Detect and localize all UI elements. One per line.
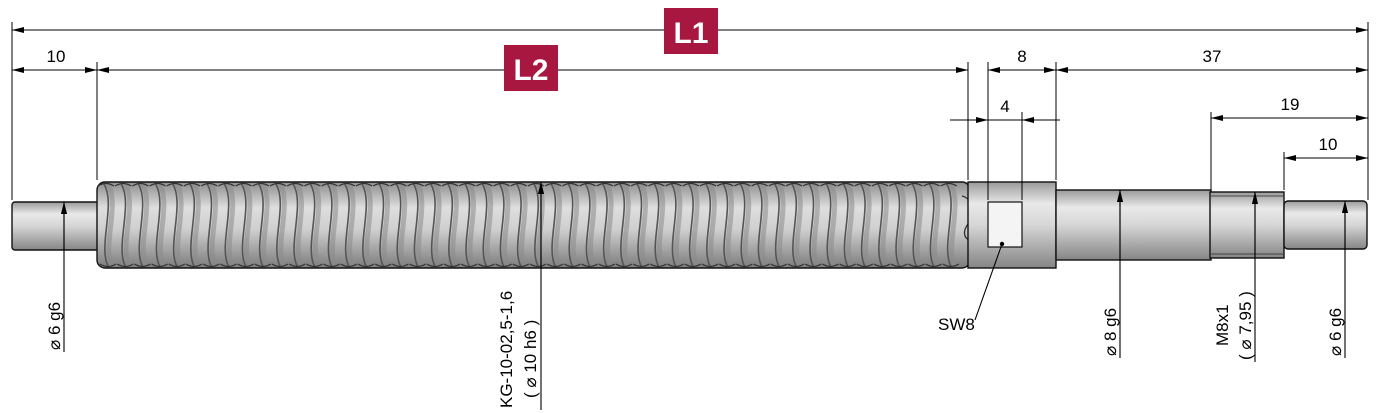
left-journal-length-label: 10 [47,47,66,66]
wrench-flat [987,201,1023,248]
wrench-size-leader [974,243,1003,321]
thread-designation-label: KG-10-02,5-1,6 [497,291,516,408]
square-width-label: 4 [1000,97,1009,116]
shoulder-section [1055,189,1212,261]
badge-overall-length-label: L1 [673,17,708,50]
metric-thread-label: M8x1 [1213,304,1232,346]
m8-section-length-label: 19 [1281,95,1300,114]
thread-helix [97,182,960,268]
left-journal [11,201,103,251]
badge-overall-length: L1 [664,8,718,54]
m8-thread-section [1209,191,1285,259]
badge-thread-length: L2 [504,45,558,91]
metric-thread-diameter-label: ( ⌀ 7,95 ) [1236,291,1255,360]
shoulder-diameter-label: ⌀ 8 g6 [1101,308,1120,356]
square-length-label: 8 [1017,47,1026,66]
left-journal-diameter-label: ⌀ 6 g6 [45,302,64,350]
right-section-length-label: 37 [1203,47,1222,66]
thread-diameter-label: ( ⌀ 10 h6 ) [521,320,540,398]
wrench-size-label: SW8 [938,315,975,334]
end-journal-length-label: 10 [1319,135,1338,154]
badge-thread-length-label: L2 [513,54,548,87]
end-journal [1283,200,1368,250]
end-journal-diameter-label: ⌀ 6 g6 [1326,308,1345,356]
shaft [11,181,1368,269]
